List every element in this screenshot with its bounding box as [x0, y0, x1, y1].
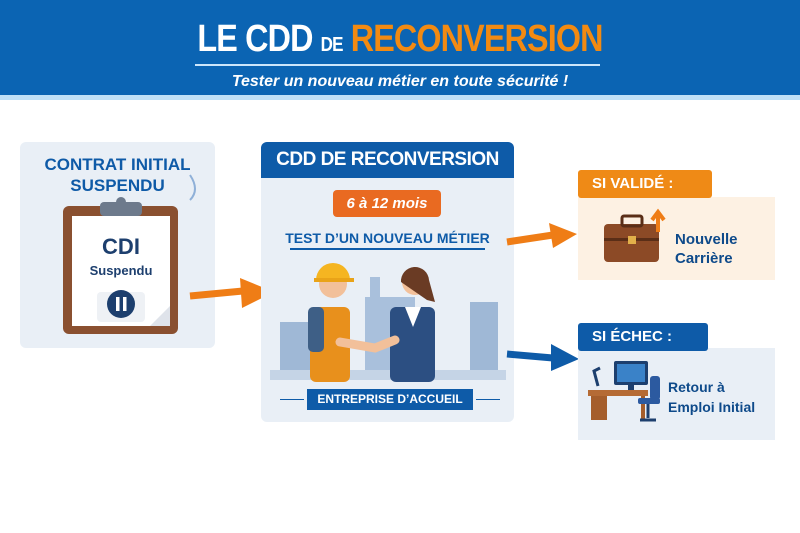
failure-text: Retour à Emploi Initial [668, 379, 756, 415]
desk-icon [588, 361, 660, 422]
clipboard-icon [63, 174, 196, 334]
arrow-up-right-icon [506, 223, 577, 248]
initial-contract-title: CONTRAT INITIAL SUSPENDU [44, 155, 191, 195]
success-label: SI VALIDÉ : [578, 170, 712, 198]
host-company-ribbon: ENTREPRISE D’ACCUEIL [307, 389, 473, 410]
arrow-down-right-icon [506, 344, 579, 371]
document-title: CDI [102, 234, 140, 259]
test-underline [290, 248, 485, 250]
ribbon-line-right [476, 399, 500, 400]
success-text: Nouvelle Carrière [675, 231, 738, 267]
title-underline [195, 64, 600, 66]
title-part-3: RECONVERSION [350, 18, 604, 60]
reconversion-title: CDD DE RECONVERSION [261, 142, 514, 178]
title-part-2: DE [320, 34, 344, 56]
briefcase-icon [604, 208, 666, 262]
title-part-1: LE CDD [197, 18, 313, 60]
test-heading: TEST D’UN NOUVEAU MÉTIER [285, 230, 490, 246]
handshake-illustration [270, 263, 506, 382]
failure-label: SI ÉCHEC : [578, 323, 708, 351]
page-subtitle: Tester un nouveau métier en toute sécuri… [231, 73, 569, 90]
header-banner [0, 0, 800, 100]
document-status: Suspendu [89, 263, 153, 278]
ribbon-line-left [280, 399, 304, 400]
duration-badge: 6 à 12 mois [333, 190, 441, 217]
arrow-right-icon [189, 278, 274, 308]
page-title: LE CDD DE RECONVERSION [60, 18, 740, 61]
